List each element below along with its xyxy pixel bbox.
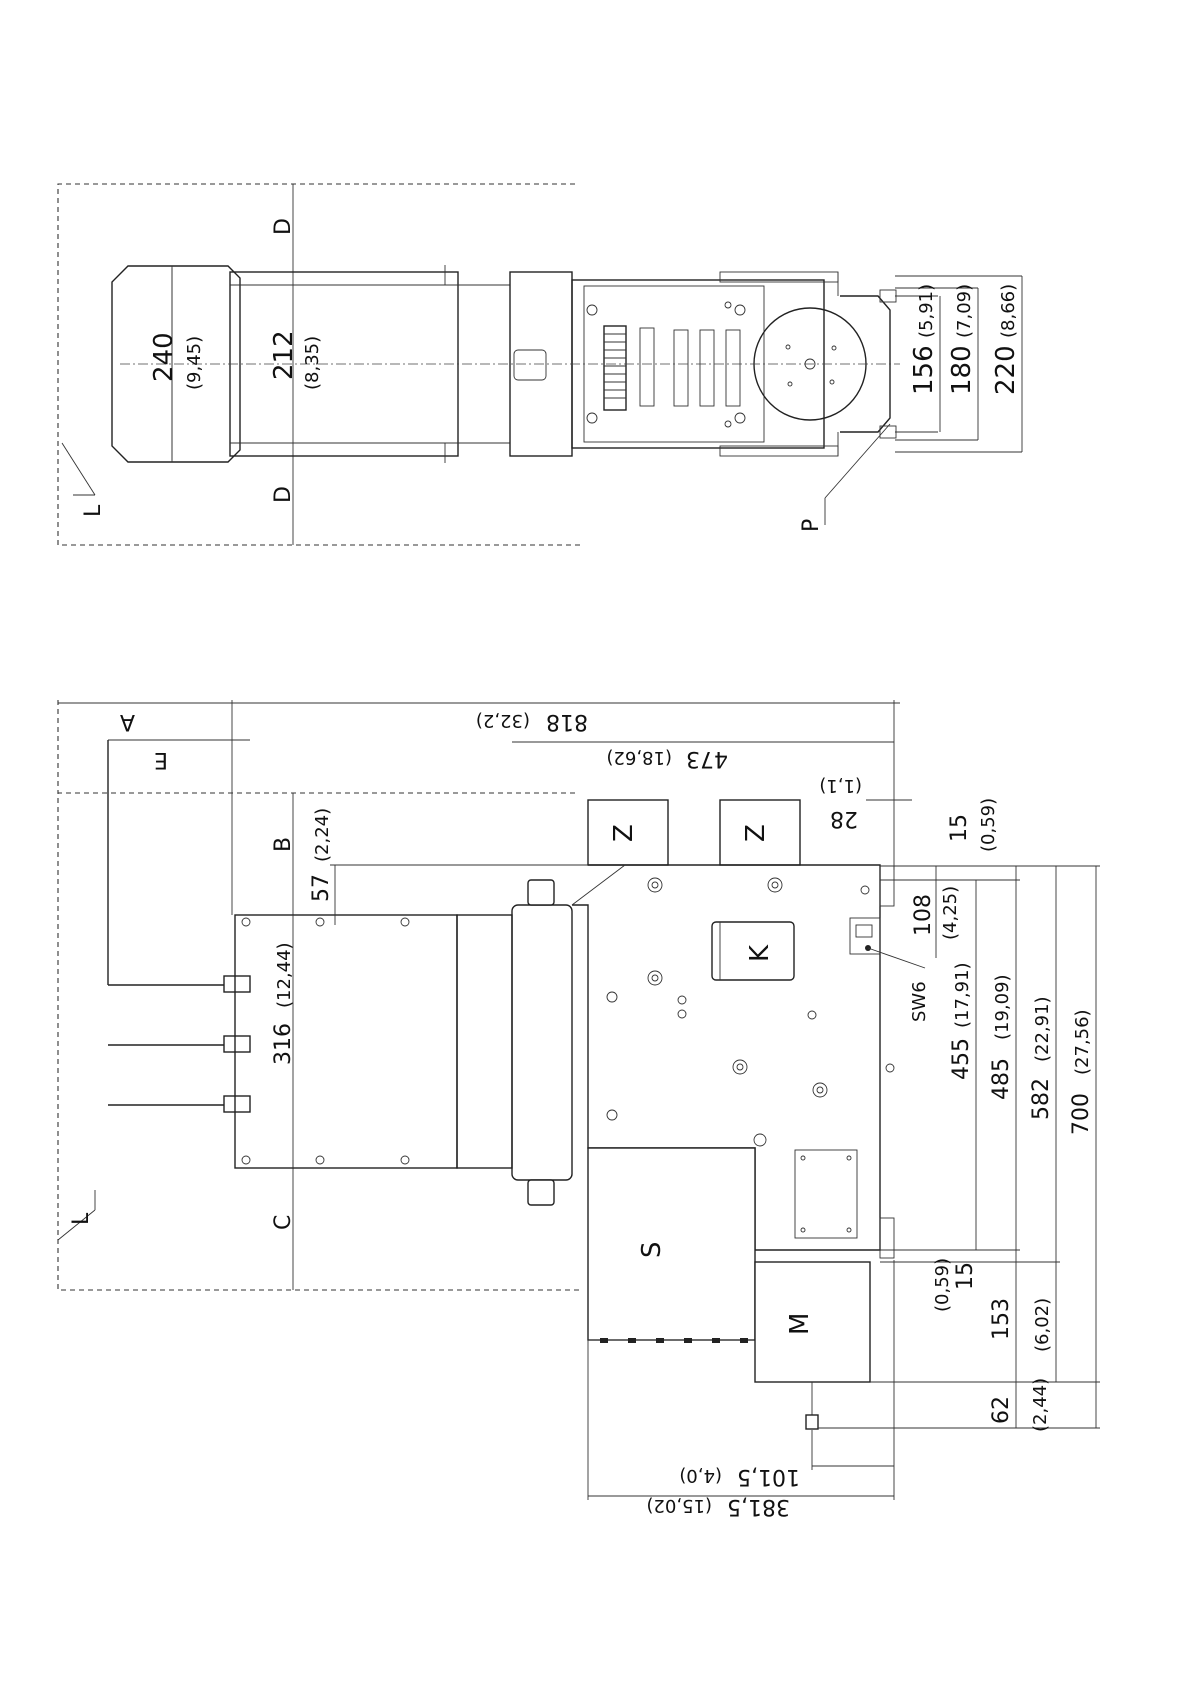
label-A: A: [120, 709, 135, 734]
connector-slot-4: [726, 330, 740, 406]
dim-57: 57: [309, 874, 334, 902]
connector-strip: [604, 326, 626, 410]
dim-62: 62: [989, 1396, 1014, 1424]
label-L-side: L: [69, 1212, 94, 1225]
dim-316-in: (12,44): [274, 942, 295, 1008]
top-view: L D D: [58, 184, 1022, 545]
label-B: B: [271, 837, 296, 852]
dim-62-in: (2,44): [1030, 1378, 1051, 1432]
dim-212-in: (8,35): [302, 336, 323, 390]
clearance-envelope-side: [58, 793, 580, 1290]
label-Z2: Z: [741, 824, 771, 842]
label-Z1: Z: [609, 824, 639, 842]
leader-L-top-diag: [62, 443, 95, 495]
dim-180-in: (7,09): [954, 284, 975, 338]
dim-15-bot-in: (0,59): [932, 1258, 953, 1312]
label-M: M: [785, 1313, 815, 1335]
connector-slot-2: [674, 330, 688, 406]
dim-156-in: (5,91): [916, 284, 937, 338]
connector-slot-1: [640, 328, 654, 406]
dim-101: 101,5: [737, 1464, 800, 1489]
leader-P: [825, 424, 890, 498]
lift-carriage: [512, 905, 572, 1180]
dim-156: 156: [909, 345, 939, 395]
dim-473: 473: [686, 746, 728, 771]
dim-381: 381,5: [727, 1494, 790, 1519]
dim-153-in: (6,02): [1032, 1298, 1053, 1352]
dim-316: 316: [271, 1023, 296, 1065]
dim-28: 28: [830, 806, 858, 831]
label-P: P: [799, 519, 824, 532]
vent-grille: [795, 1150, 857, 1238]
dim-582-in: (22,91): [1032, 996, 1053, 1062]
label-S: S: [637, 1241, 667, 1258]
label-C: C: [271, 1215, 296, 1230]
dim-818: 818: [546, 709, 588, 734]
connector-pins: [604, 334, 626, 398]
connector-slot-3: [700, 330, 714, 406]
dim-240-in: (9,45): [184, 336, 205, 390]
dim-473-in: (18,62): [606, 747, 672, 768]
unit-S: [588, 1148, 755, 1340]
dim-101-in: (4,0): [679, 1465, 722, 1486]
side-view: A E 818 (32,2) 473 (18,62) 28 (1,1) 316 …: [58, 700, 1100, 1519]
dim-700: 700: [1069, 1093, 1094, 1135]
dim-15-top-in: (0,59): [978, 798, 999, 852]
label-L-top: L: [81, 504, 106, 517]
dim-153: 153: [989, 1298, 1014, 1340]
dim-240: 240: [149, 332, 179, 382]
label-D-top: D: [271, 218, 296, 235]
label-SW6: SW6: [909, 981, 930, 1022]
dim-455-in: (17,91): [952, 962, 973, 1028]
mast-section: [457, 915, 512, 1168]
dim-28-in: (1,1): [819, 775, 862, 796]
label-E: E: [154, 747, 168, 772]
dim-818-in: (32,2): [476, 710, 530, 731]
fork-tines: [108, 740, 250, 1112]
dim-108-in: (4,25): [940, 886, 961, 940]
dim-485: 485: [989, 1058, 1014, 1100]
dim-57-in: (2,24): [312, 808, 333, 862]
dim-180: 180: [947, 345, 977, 395]
label-K: K: [745, 944, 775, 962]
label-D-bottom: D: [271, 486, 296, 503]
dim-15-bot: 15: [953, 1262, 978, 1290]
dim-220-in: (8,66): [998, 284, 1019, 338]
dim-108: 108: [911, 894, 936, 936]
dim-455: 455: [949, 1038, 974, 1080]
dim-15-top: 15: [947, 814, 972, 842]
dim-381-in: (15,02): [646, 1495, 712, 1516]
dim-220: 220: [991, 345, 1021, 395]
battery-pack: [235, 915, 457, 1168]
dim-582: 582: [1029, 1078, 1054, 1120]
dim-700-in: (27,56): [1072, 1009, 1093, 1075]
dim-212: 212: [269, 330, 299, 380]
dim-485-in: (19,09): [992, 974, 1013, 1040]
